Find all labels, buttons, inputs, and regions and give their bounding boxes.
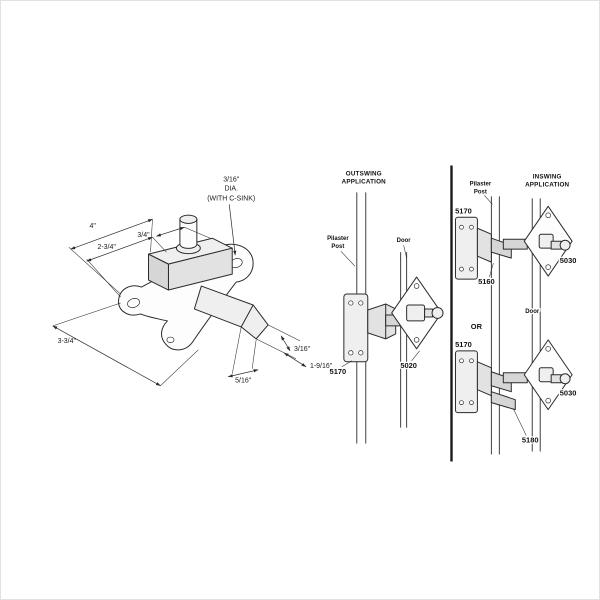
outswing-keeper-part-label: 5170 (330, 367, 347, 376)
dim-1-916: 1-9/16" (310, 363, 333, 370)
inswing-top-latch-5030 (523, 205, 573, 277)
outswing-latch-5020 (391, 276, 444, 350)
inswing-bottom-bracket-5180 (476, 361, 516, 411)
outswing-pilaster-label-2: Post (331, 244, 344, 250)
inswing-diagram: Pilaster Post INSWING APPLICATION 5170 (454, 173, 578, 455)
mount-hole-bottom (166, 336, 175, 344)
inswing-title-1: INSWING (533, 173, 562, 180)
inswing-bottom-latch-5030 (523, 339, 573, 411)
outswing-title-2: APPLICATION (342, 178, 386, 185)
outswing-diagram: OUTSWING APPLICATION Pilaster Post Door (326, 170, 444, 444)
inswing-top-bolt (502, 238, 528, 250)
mount-hole-left (127, 298, 140, 308)
outswing-title-1: OUTSWING (346, 170, 382, 177)
dim-516: 5/16" (235, 378, 252, 385)
latch-isometric-drawing: 3/16" DIA. (WITH C-SINK) 4" 2-3/4" 3/4" … (52, 176, 333, 387)
inswing-bottom-bracket-label: 5180 (522, 436, 539, 445)
inswing-pilaster-post (490, 196, 500, 455)
latch-housing (148, 237, 233, 291)
inswing-bottom-keeper-label: 5170 (455, 340, 472, 349)
inswing-bottom-keeper-5170 (454, 350, 478, 414)
inswing-title-2: APPLICATION (525, 181, 569, 188)
inswing-top-bracket-label: 5160 (478, 277, 495, 286)
dim-dia-word: DIA. (224, 185, 238, 192)
dim-2-34: 2-3/4" (97, 244, 116, 251)
inswing-top-bracket-5160 (476, 227, 512, 263)
outswing-pilaster-label-1: Pilaster (327, 236, 349, 242)
outswing-door-edge (400, 252, 408, 428)
inswing-top-latch-label: 5030 (560, 256, 577, 265)
inswing-or-label: OR (471, 322, 483, 331)
inswing-door-label: Door (525, 309, 540, 315)
dim-dia-note: (WITH C-SINK) (207, 195, 255, 202)
inswing-pilaster-label-2: Post (474, 189, 487, 195)
outswing-latch-part-label: 5020 (400, 361, 417, 370)
inswing-bottom-bolt (502, 372, 528, 384)
inswing-bottom-latch-label: 5030 (560, 389, 577, 398)
latch-tongue (193, 285, 269, 340)
dim-34: 3/4" (137, 232, 150, 239)
dim-3-34: 3-3/4" (58, 338, 77, 345)
inswing-top-keeper-label: 5170 (455, 206, 472, 215)
latch-knob (175, 214, 201, 255)
dim-316: 3/16" (294, 346, 311, 353)
dim-dia-value: 3/16" (223, 176, 240, 183)
dim-4in: 4" (90, 223, 97, 230)
inswing-top-keeper-5170 (454, 216, 478, 280)
inswing-pilaster-label-1: Pilaster (470, 181, 492, 187)
outswing-keeper-5170 (343, 293, 397, 363)
outswing-door-label: Door (397, 238, 412, 244)
